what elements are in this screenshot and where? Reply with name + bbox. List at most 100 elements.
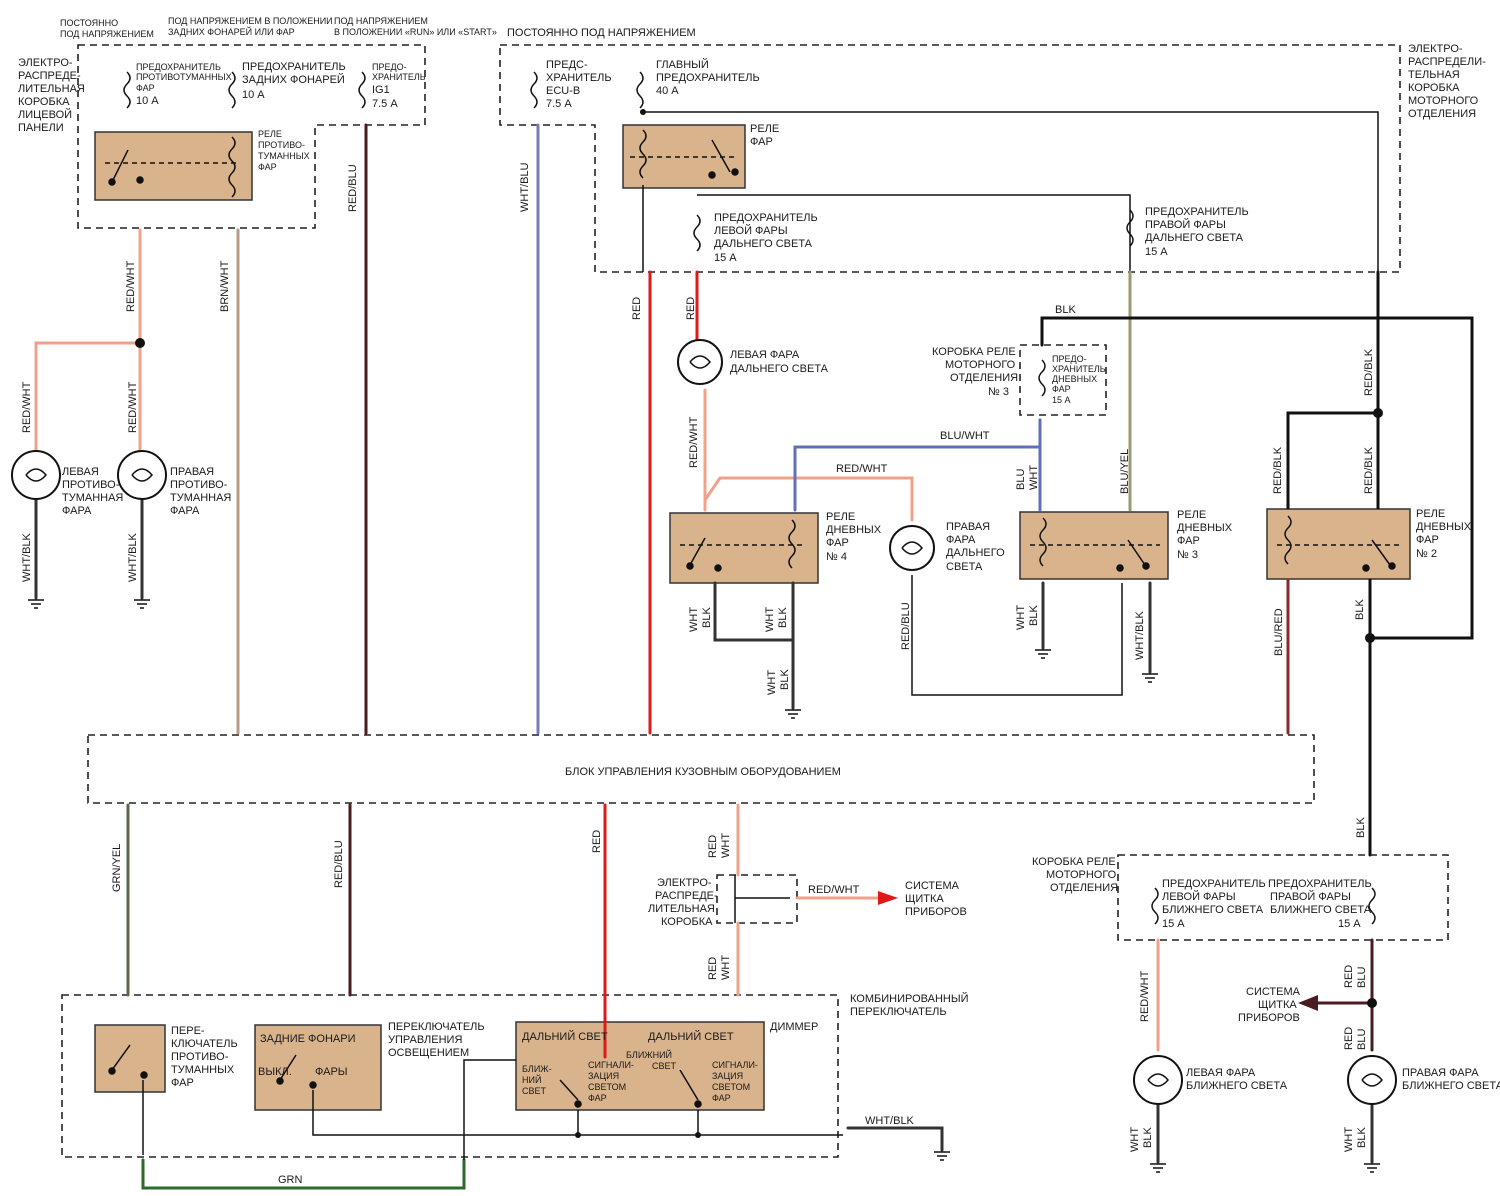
svg-text:WHT: WHT — [720, 833, 732, 858]
svg-text:РАСПРЕДЕЛИ-: РАСПРЕДЕЛИ- — [1408, 56, 1486, 68]
svg-text:СИСТЕМА: СИСТЕМА — [905, 880, 960, 892]
svg-text:ДАЛЬНЕГО СВЕТА: ДАЛЬНЕГО СВЕТА — [714, 238, 813, 250]
dash-box-label: ЭЛЕКТРО- РАСПРЕДЕ- ЛИТЕЛЬНАЯ КОРОБКА ЛИЦ… — [18, 57, 85, 134]
svg-text:СВЕТОМ: СВЕТОМ — [588, 1082, 626, 1092]
svg-text:ФАРА: ФАРА — [170, 505, 200, 517]
svg-text:ФАР: ФАР — [1052, 384, 1071, 394]
svg-text:ТУМАННЫХ: ТУМАННЫХ — [171, 1064, 235, 1076]
svg-text:WHT: WHT — [720, 955, 732, 980]
svg-text:WHT: WHT — [1343, 1127, 1355, 1152]
svg-text:RED/WHT: RED/WHT — [808, 884, 860, 896]
wire-right-high-gnd — [911, 575, 1123, 696]
svg-text:7.5 А: 7.5 А — [372, 98, 398, 110]
left-fog-lamp-icon — [11, 450, 61, 500]
svg-text:ПРИБОРОВ: ПРИБОРОВ — [905, 906, 967, 918]
svg-text:ОТДЕЛЕНИЯ: ОТДЕЛЕНИЯ — [1050, 882, 1118, 894]
ground-icons — [28, 599, 1380, 1173]
fuse-labels: ПРЕДОХРАНИТЕЛЬ ПРОТИВОТУМАННЫХ ФАР 10 А … — [136, 58, 1249, 405]
svg-text:КЛЮЧАТЕЛЬ: КЛЮЧАТЕЛЬ — [171, 1038, 238, 1050]
svg-text:ВЫКЛ.: ВЫКЛ. — [258, 1066, 292, 1078]
svg-text:ДАЛЬНИЙ СВЕТ: ДАЛЬНИЙ СВЕТ — [522, 1030, 608, 1043]
svg-text:BLU/WHT: BLU/WHT — [940, 430, 990, 442]
svg-text:№ 3: № 3 — [988, 386, 1009, 398]
svg-text:BLK: BLK — [1142, 1127, 1154, 1148]
svg-text:ПРОТИВО-: ПРОТИВО- — [171, 1051, 229, 1063]
svg-text:ЗАЦИЯ: ЗАЦИЯ — [712, 1071, 743, 1081]
svg-text:СВЕТА: СВЕТА — [946, 561, 983, 573]
svg-text:ТУМАННЫХ: ТУМАННЫХ — [258, 151, 310, 161]
svg-text:40 А: 40 А — [656, 85, 679, 97]
svg-text:КОРОБКА: КОРОБКА — [18, 96, 70, 108]
engine-fuse-box-outline — [499, 44, 1401, 273]
svg-text:ТЕЛЬНАЯ: ТЕЛЬНАЯ — [1408, 69, 1460, 81]
svg-text:ФАР: ФАР — [1416, 534, 1439, 546]
arrow-to-cluster2 — [1298, 995, 1318, 1011]
svg-text:ХРАНИТЕЛЬ: ХРАНИТЕЛЬ — [1052, 364, 1106, 374]
top-labels: ПОСТОЯННО ПОД НАПРЯЖЕНИЕМ ПОД НАПРЯЖЕНИЕ… — [60, 16, 696, 39]
fog-relay-box — [94, 131, 253, 201]
wire-drl4-right-high — [703, 476, 914, 522]
svg-text:ДНЕВНЫХ: ДНЕВНЫХ — [826, 524, 882, 536]
svg-text:ЛИТЕЛЬНАЯ: ЛИТЕЛЬНАЯ — [648, 903, 715, 915]
svg-text:ПРАВОЙ ФАРЫ: ПРАВОЙ ФАРЫ — [1270, 890, 1351, 903]
svg-text:RED/BLU: RED/BLU — [347, 164, 359, 212]
svg-text:БЛИЖ-: БЛИЖ- — [522, 1064, 552, 1074]
svg-text:ЩИТКА: ЩИТКА — [1258, 999, 1297, 1011]
svg-text:РЕЛЕ: РЕЛЕ — [750, 123, 779, 135]
wire-blk-top — [1040, 316, 1474, 640]
label-always-hot-left-1: ПОСТОЯННО — [60, 18, 118, 28]
svg-text:WHT: WHT — [1015, 605, 1027, 630]
svg-text:BLU/RED: BLU/RED — [1273, 608, 1285, 656]
drl-relay-2-box — [1266, 508, 1411, 580]
svg-text:15 А: 15 А — [1145, 246, 1168, 258]
svg-text:10 А: 10 А — [242, 89, 265, 101]
fog-switch-box — [94, 1024, 166, 1093]
wire-fuse-bus2 — [697, 194, 1131, 272]
svg-text:ФАР: ФАР — [588, 1093, 607, 1103]
wire-switch-bus — [312, 1090, 843, 1136]
combo-switch-outline — [61, 994, 839, 1158]
svg-text:ОТДЕЛЕНИЯ: ОТДЕЛЕНИЯ — [950, 372, 1018, 384]
svg-text:WHT: WHT — [1129, 1127, 1141, 1152]
svg-text:BLK: BLK — [1055, 304, 1076, 316]
svg-text:15 А: 15 А — [714, 252, 737, 264]
svg-text:РЕЛЕ: РЕЛЕ — [258, 129, 282, 139]
svg-text:БЛИЖНЕГО СВЕТА: БЛИЖНЕГО СВЕТА — [1162, 904, 1264, 916]
svg-text:BLK: BLK — [779, 669, 791, 690]
wire-labels: RED/WHT RED/WHT RED/WHT WHT/BLK WHT/BLK … — [21, 162, 1375, 1186]
arrow-to-cluster — [878, 891, 898, 905]
label-hot-run-1: ПОД НАПРЯЖЕНИЕМ — [334, 16, 428, 26]
svg-text:ПРЕДОХРАНИТЕЛЬ: ПРЕДОХРАНИТЕЛЬ — [1162, 878, 1266, 890]
svg-text:RED: RED — [631, 297, 643, 320]
svg-text:ЭЛЕКТРО-: ЭЛЕКТРО- — [18, 57, 73, 69]
left-high-lamp-icon — [677, 339, 723, 385]
svg-text:ЗАДНИХ ФОНАРЕЙ: ЗАДНИХ ФОНАРЕЙ — [242, 73, 345, 86]
svg-text:БЛИЖНЕГО СВЕТА: БЛИЖНЕГО СВЕТА — [1186, 1080, 1288, 1092]
svg-text:ПРАВАЯ ФАРА: ПРАВАЯ ФАРА — [1402, 1067, 1479, 1079]
wire-fog-split — [34, 341, 142, 452]
svg-text:BLK: BLK — [1356, 1127, 1368, 1148]
dash-fuse-box-outline — [77, 44, 426, 229]
svg-text:МОТОРНОГО: МОТОРНОГО — [945, 359, 1016, 371]
lamp-labels: ЛЕВАЯ ПРОТИВО- ТУМАННАЯ ФАРА ПРАВАЯ ПРОТ… — [62, 349, 1500, 1092]
svg-text:ОСВЕЩЕНИЕМ: ОСВЕЩЕНИЕМ — [388, 1047, 469, 1059]
svg-text:BLU: BLU — [1015, 469, 1027, 490]
right-high-lamp-icon — [889, 525, 935, 571]
svg-text:WHT/BLK: WHT/BLK — [865, 1115, 915, 1127]
svg-text:ФАР: ФАР — [258, 162, 277, 172]
svg-text:ПРОТИВО-: ПРОТИВО- — [62, 479, 120, 491]
label-hot-run-2: В ПОЛОЖЕНИИ «RUN» ИЛИ «START» — [334, 27, 497, 37]
svg-text:ПРИБОРОВ: ПРИБОРОВ — [1238, 1012, 1300, 1024]
svg-text:ПРЕДОХРАНИТЕЛЬ: ПРЕДОХРАНИТЕЛЬ — [656, 72, 760, 84]
fuses — [123, 71, 1376, 925]
svg-text:ФАР: ФАР — [750, 136, 773, 148]
svg-text:ОТДЕЛЕНИЯ: ОТДЕЛЕНИЯ — [1408, 108, 1476, 120]
svg-text:WHT/BLK: WHT/BLK — [1134, 610, 1146, 660]
svg-text:WHT/BLK: WHT/BLK — [21, 532, 33, 582]
svg-text:СВЕТОМ: СВЕТОМ — [712, 1082, 750, 1092]
wire-dimmer-gnd — [846, 1126, 944, 1152]
svg-text:ДАЛЬНЕГО СВЕТА: ДАЛЬНЕГО СВЕТА — [730, 363, 829, 375]
svg-text:BLK: BLK — [1354, 599, 1366, 620]
svg-text:ЛИЦЕВОЙ: ЛИЦЕВОЙ — [18, 108, 72, 121]
